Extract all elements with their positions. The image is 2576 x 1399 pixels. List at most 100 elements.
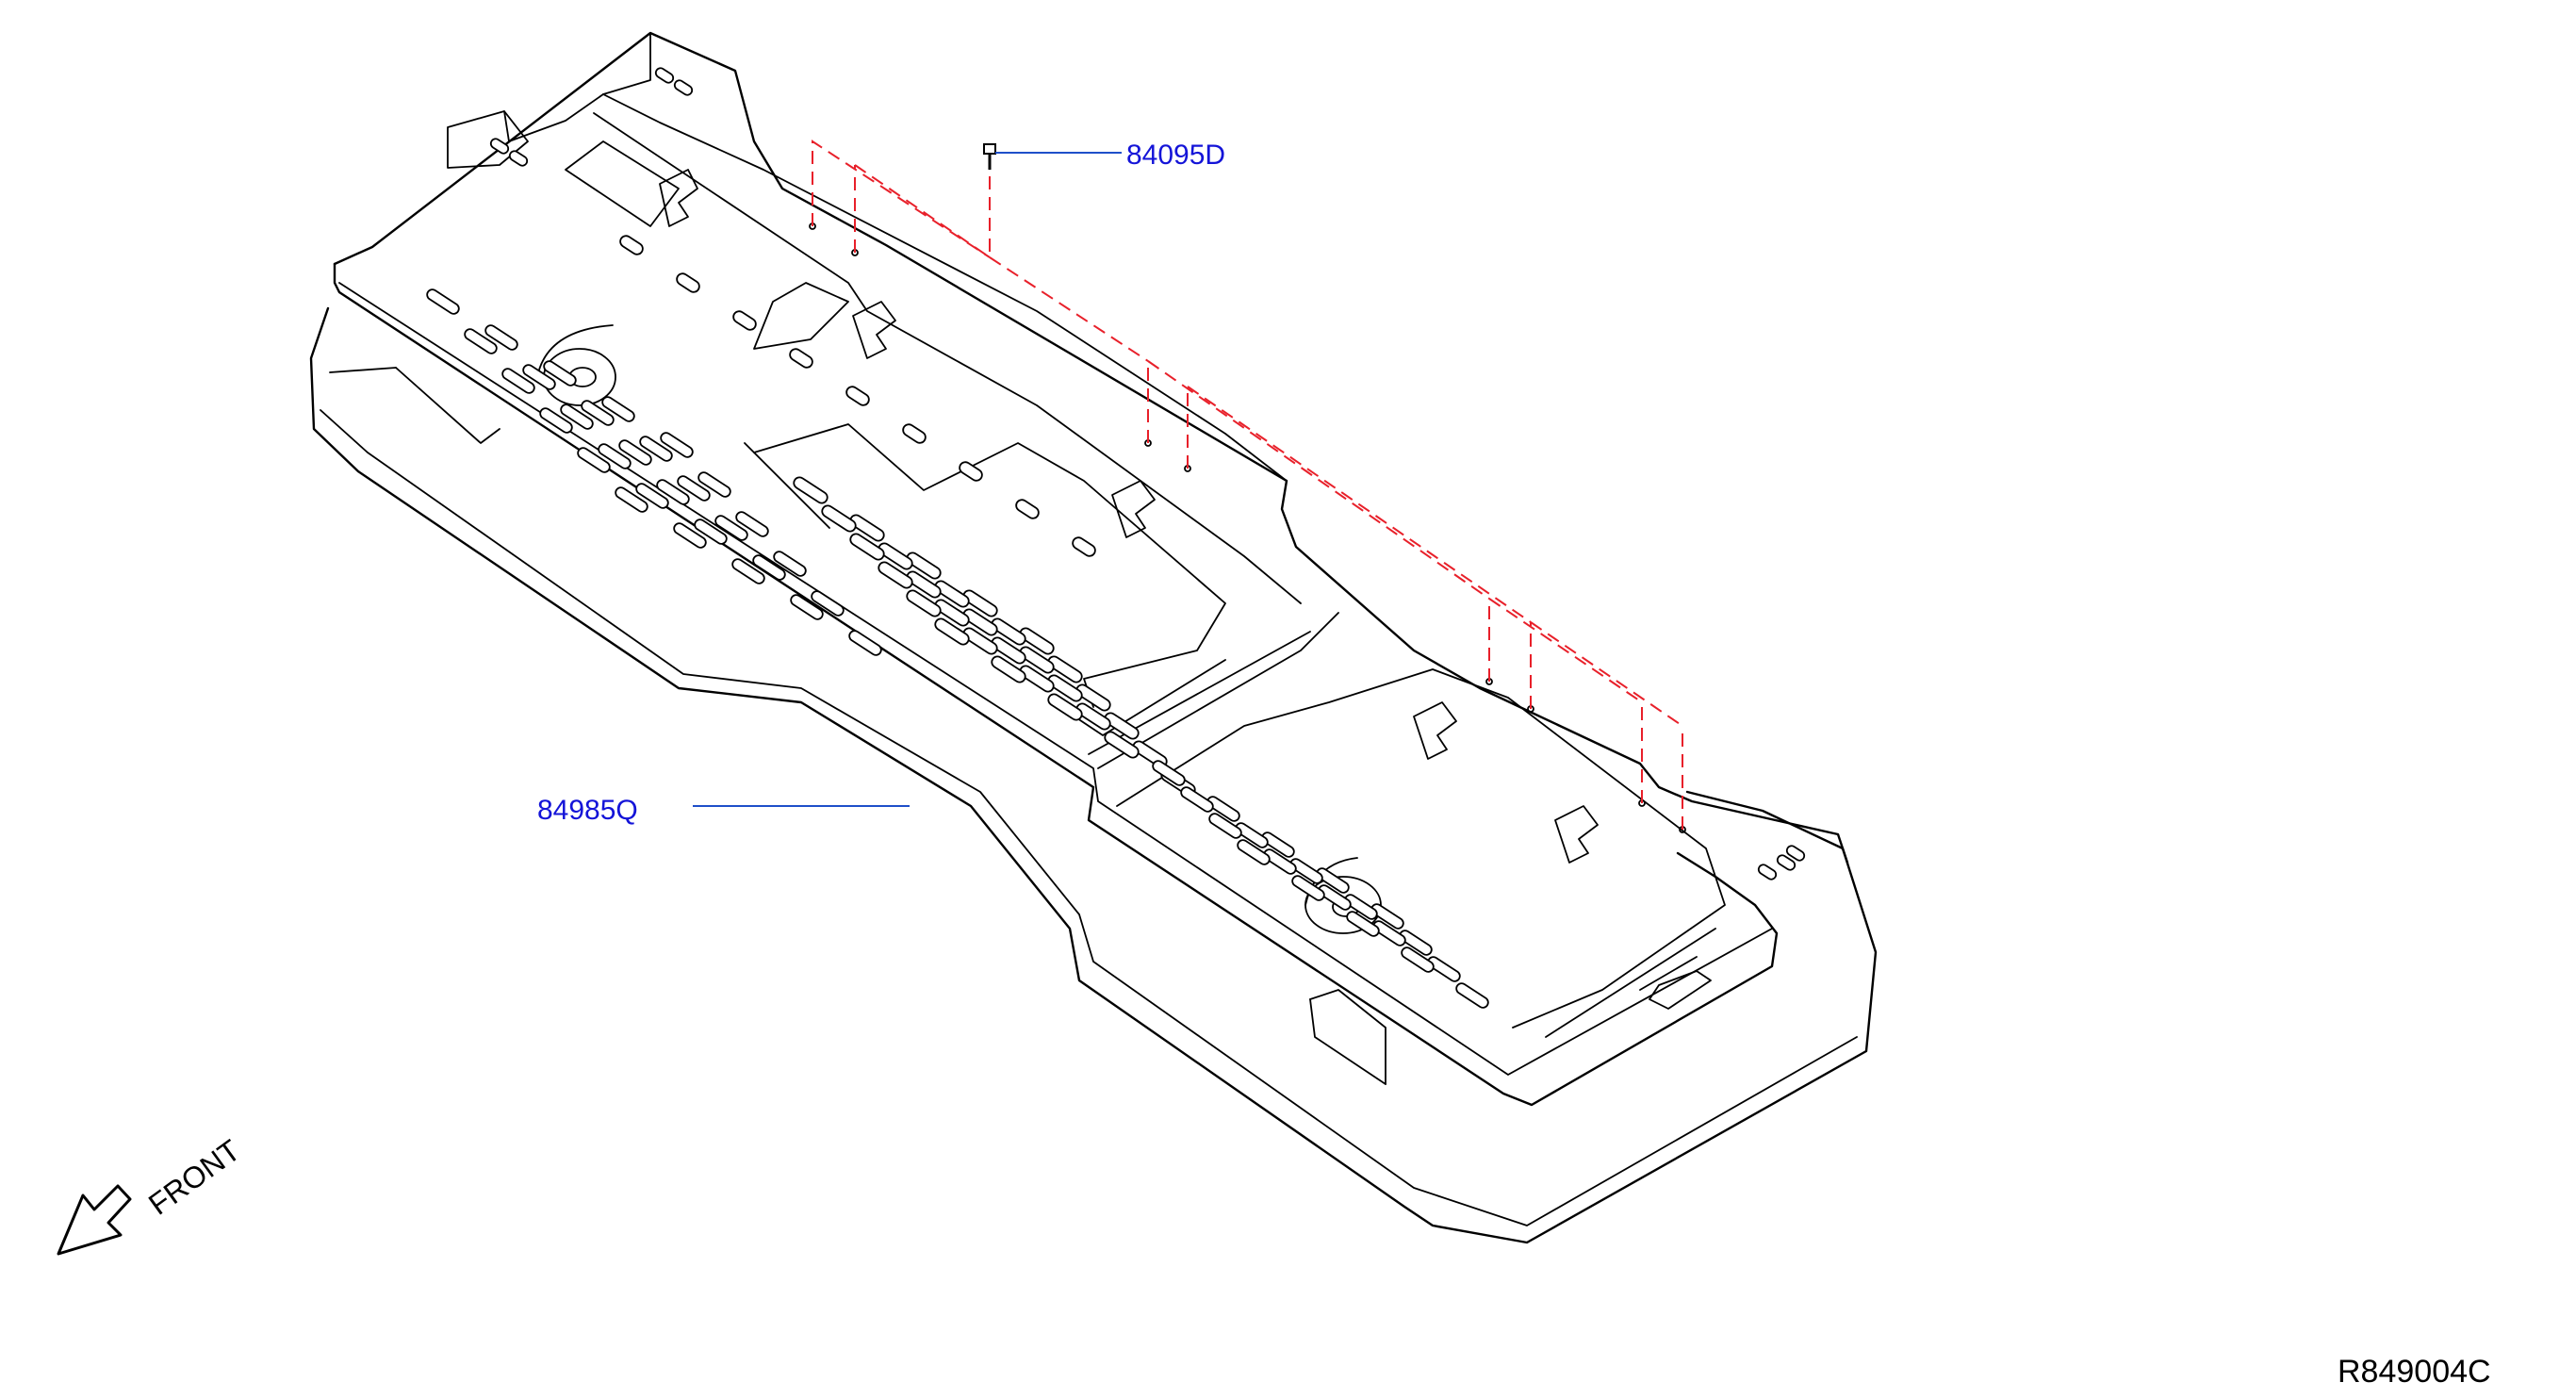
board-slot xyxy=(959,461,983,482)
diagram-reference-code: R849004C xyxy=(2338,1354,2491,1390)
board-slot xyxy=(1047,655,1083,683)
board-slot xyxy=(732,310,757,331)
board-slot xyxy=(522,364,556,390)
board-slot xyxy=(1047,674,1083,702)
board-slot xyxy=(601,396,635,422)
board-slot xyxy=(1757,864,1778,881)
clip-mount-points xyxy=(809,222,1686,833)
board-slot xyxy=(673,522,707,549)
board-slot xyxy=(656,479,690,505)
board-slot xyxy=(991,617,1026,646)
board-slot xyxy=(694,518,728,545)
board-slot xyxy=(1206,796,1240,822)
front-direction-label: FRONT xyxy=(142,1133,246,1222)
board-slot xyxy=(635,483,669,509)
part-number-84985Q[interactable]: 84985Q xyxy=(537,795,638,826)
board-slot xyxy=(1208,813,1242,839)
board-slot xyxy=(1019,665,1055,693)
board-slot xyxy=(615,486,648,513)
board-slot xyxy=(821,504,857,533)
board-slot xyxy=(906,551,942,580)
board-slot xyxy=(1316,867,1350,894)
board-slot xyxy=(539,407,573,434)
board-slot xyxy=(501,368,535,394)
board-slot xyxy=(484,324,518,351)
front-arrow-icon xyxy=(57,1184,132,1256)
board-slot xyxy=(489,138,510,155)
board-slot xyxy=(1237,839,1271,865)
board-slot xyxy=(845,386,870,406)
board-slot xyxy=(962,608,998,636)
board-slot xyxy=(1346,911,1380,937)
board-slot xyxy=(1344,894,1378,920)
board-slot xyxy=(906,570,942,599)
board-slot xyxy=(1235,822,1269,848)
board-slot xyxy=(789,348,813,369)
board-slot xyxy=(849,514,885,542)
board-slot xyxy=(902,423,927,444)
board-slot xyxy=(793,476,829,504)
board-slot xyxy=(773,551,807,577)
board-slot xyxy=(848,630,882,656)
board-slot xyxy=(934,580,970,608)
board-slot xyxy=(991,655,1026,683)
board-slot xyxy=(962,589,998,617)
board-slot xyxy=(1785,845,1806,862)
board-slot xyxy=(654,67,675,84)
board-slot xyxy=(906,589,942,617)
board-slot xyxy=(598,443,632,469)
board-slot xyxy=(714,515,748,541)
board-slot xyxy=(581,400,615,426)
board-slot xyxy=(1427,956,1461,982)
board-slot xyxy=(639,436,673,462)
board-slot xyxy=(618,439,652,466)
board-slot xyxy=(1019,646,1055,674)
board-slot xyxy=(811,590,845,617)
board-slot xyxy=(1015,499,1040,519)
board-slot xyxy=(790,594,824,620)
board-slot xyxy=(1370,903,1404,930)
board-slot xyxy=(735,511,769,537)
floor-board-upper-deck xyxy=(333,31,1849,1107)
board-slot xyxy=(1318,884,1352,911)
board-slot xyxy=(1401,946,1435,973)
board-slot xyxy=(934,599,970,627)
board-slot xyxy=(1372,920,1406,946)
board-slot xyxy=(1263,848,1297,875)
board-slot xyxy=(962,627,998,655)
board-slot xyxy=(677,475,711,502)
board-slot xyxy=(752,554,786,581)
board-slot xyxy=(1075,683,1111,712)
board-slot xyxy=(1180,786,1214,813)
board-slot xyxy=(1289,858,1323,884)
board-slot xyxy=(731,558,765,584)
board-slot xyxy=(1776,854,1797,871)
board-slot xyxy=(934,617,970,646)
board-slot xyxy=(464,328,498,354)
vent-slots xyxy=(426,67,1806,1009)
board-slot xyxy=(697,471,731,498)
board-slot xyxy=(1019,627,1055,655)
board-slot xyxy=(1072,536,1096,557)
board-slot xyxy=(1104,731,1140,759)
board-slot xyxy=(1291,875,1325,901)
board-slot xyxy=(1261,831,1295,858)
board-slot xyxy=(991,636,1026,665)
board-slot xyxy=(1104,712,1140,740)
board-slot xyxy=(577,447,611,473)
board-slot xyxy=(426,288,460,315)
board-slot xyxy=(1075,702,1111,731)
floor-board-outer-tray xyxy=(309,306,1878,1244)
board-slot xyxy=(878,542,913,570)
part-number-84095D[interactable]: 84095D xyxy=(1126,140,1225,171)
board-slot xyxy=(543,360,577,387)
latch-brackets xyxy=(659,169,1599,864)
board-slot xyxy=(619,235,644,255)
board-slot xyxy=(849,533,885,561)
board-slot xyxy=(673,79,694,96)
board-slot xyxy=(560,403,594,430)
board-slot xyxy=(660,432,694,458)
board-slot xyxy=(1455,982,1489,1009)
board-slot xyxy=(508,150,529,167)
